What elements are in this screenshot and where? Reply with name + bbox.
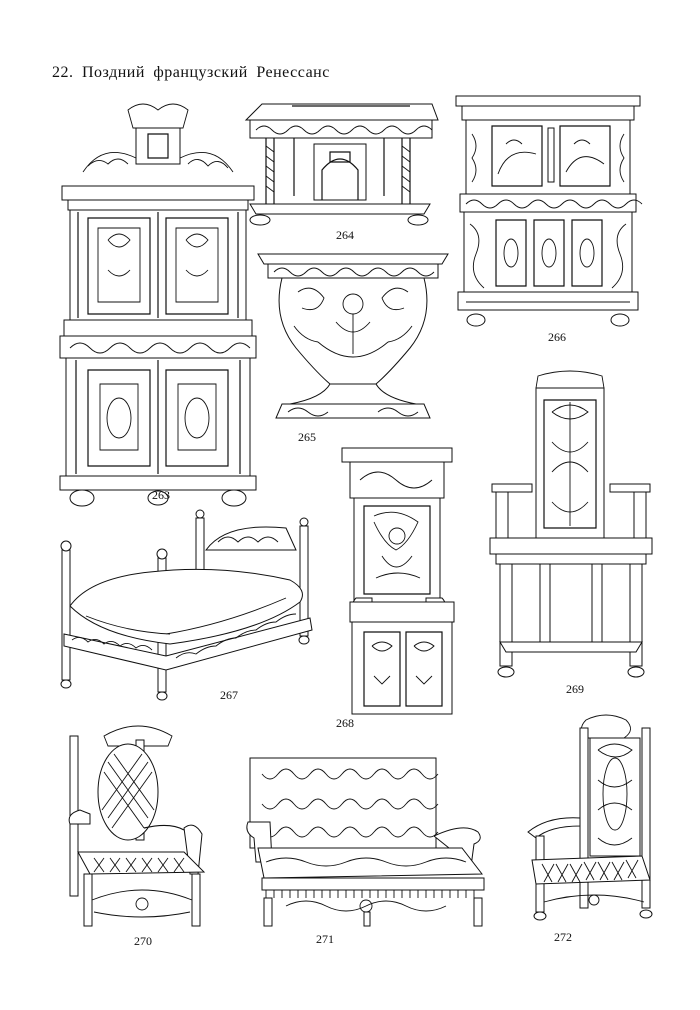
figure-label-270: 270 xyxy=(134,934,152,948)
figure-270-caned-armchair-illustration xyxy=(64,724,208,934)
page-title: 22. Поздний французский Ренессанс xyxy=(52,64,330,81)
figure-272-caned-chair-illustration xyxy=(526,714,654,928)
figure-label-264: 264 xyxy=(336,228,354,242)
figure-label-263: 263 xyxy=(152,488,170,502)
figure-264-table-illustration xyxy=(242,96,438,226)
figure-271-settee-illustration xyxy=(246,754,490,930)
figure-label-265: 265 xyxy=(298,430,316,444)
figure-267-bed-illustration xyxy=(56,506,322,706)
figure-263-cabinet-illustration xyxy=(58,100,258,520)
figure-label-267: 267 xyxy=(220,688,238,702)
figure-label-271: 271 xyxy=(316,932,334,946)
figure-269-armchair-illustration xyxy=(490,372,652,684)
figure-label-266: 266 xyxy=(548,330,566,344)
figure-265-carved-table-illustration xyxy=(258,252,448,428)
figure-label-268: 268 xyxy=(336,716,354,730)
figure-label-272: 272 xyxy=(554,930,572,944)
figure-label-269: 269 xyxy=(566,682,584,696)
figure-266-cabinet-illustration xyxy=(456,94,640,330)
figure-268-high-back-chair-illustration xyxy=(342,446,462,722)
